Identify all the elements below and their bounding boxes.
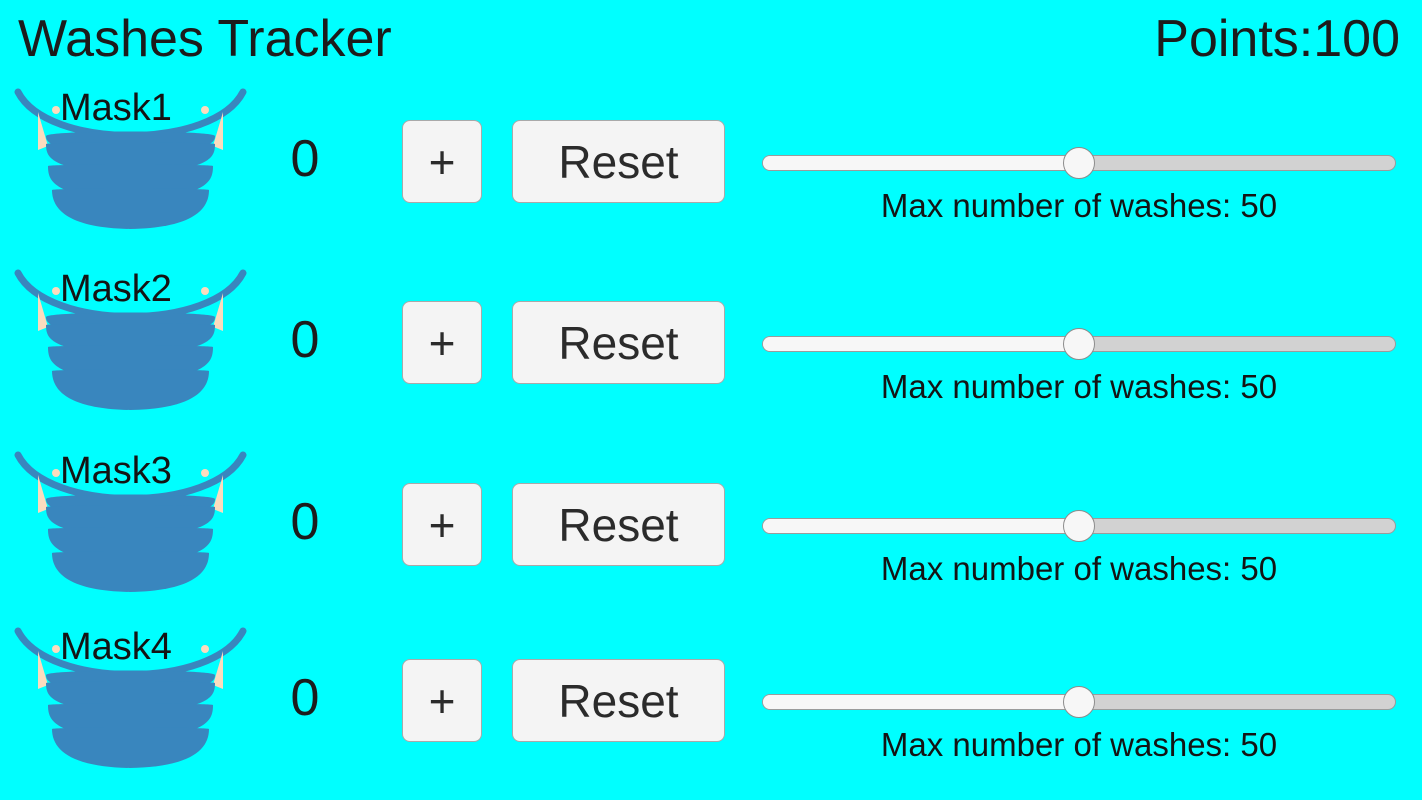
increment-button[interactable]: + xyxy=(402,659,482,742)
reset-button[interactable]: Reset xyxy=(512,301,725,384)
max-washes-label: Max number of washes: 50 xyxy=(880,187,1278,224)
face-mask-icon xyxy=(8,447,253,592)
max-washes-slider[interactable] xyxy=(762,144,1396,180)
points-display: Points:100 xyxy=(1154,10,1400,68)
mask-name-label: Mask3 xyxy=(60,450,172,492)
reset-button[interactable]: Reset xyxy=(512,120,725,203)
page-title: Washes Tracker xyxy=(18,10,392,68)
slider-fill xyxy=(763,519,1079,533)
mask-name-label: Mask1 xyxy=(60,87,172,129)
max-washes-label: Max number of washes: 50 xyxy=(880,550,1278,587)
wash-count: 0 xyxy=(290,493,320,551)
slider-thumb[interactable] xyxy=(1063,328,1095,360)
face-mask-icon xyxy=(8,265,253,410)
wash-count: 0 xyxy=(290,669,320,727)
face-mask-icon xyxy=(8,84,253,229)
slider-fill xyxy=(763,156,1079,170)
max-washes-slider[interactable] xyxy=(762,507,1396,543)
slider-thumb[interactable] xyxy=(1063,686,1095,718)
wash-count: 0 xyxy=(290,130,320,188)
reset-button[interactable]: Reset xyxy=(512,483,725,566)
increment-button[interactable]: + xyxy=(402,301,482,384)
mask-row: Mask4 0 + Reset Max number of washes: 50 xyxy=(0,623,1422,800)
wash-count: 0 xyxy=(290,311,320,369)
slider-thumb[interactable] xyxy=(1063,147,1095,179)
mask-row: Mask1 0 + Reset Max number of washes: 50 xyxy=(0,84,1422,265)
max-washes-label: Max number of washes: 50 xyxy=(880,368,1278,405)
max-washes-label: Max number of washes: 50 xyxy=(880,726,1278,763)
slider-fill xyxy=(763,695,1079,709)
max-washes-slider[interactable] xyxy=(762,683,1396,719)
app-header: Washes Tracker Points:100 xyxy=(0,0,1422,78)
slider-thumb[interactable] xyxy=(1063,510,1095,542)
mask-row: Mask2 0 + Reset Max number of washes: 50 xyxy=(0,265,1422,446)
increment-button[interactable]: + xyxy=(402,483,482,566)
mask-row: Mask3 0 + Reset Max number of washes: 50 xyxy=(0,447,1422,628)
mask-name-label: Mask4 xyxy=(60,626,172,668)
reset-button[interactable]: Reset xyxy=(512,659,725,742)
increment-button[interactable]: + xyxy=(402,120,482,203)
face-mask-icon xyxy=(8,623,253,768)
max-washes-slider[interactable] xyxy=(762,325,1396,361)
mask-name-label: Mask2 xyxy=(60,268,172,310)
slider-fill xyxy=(763,337,1079,351)
